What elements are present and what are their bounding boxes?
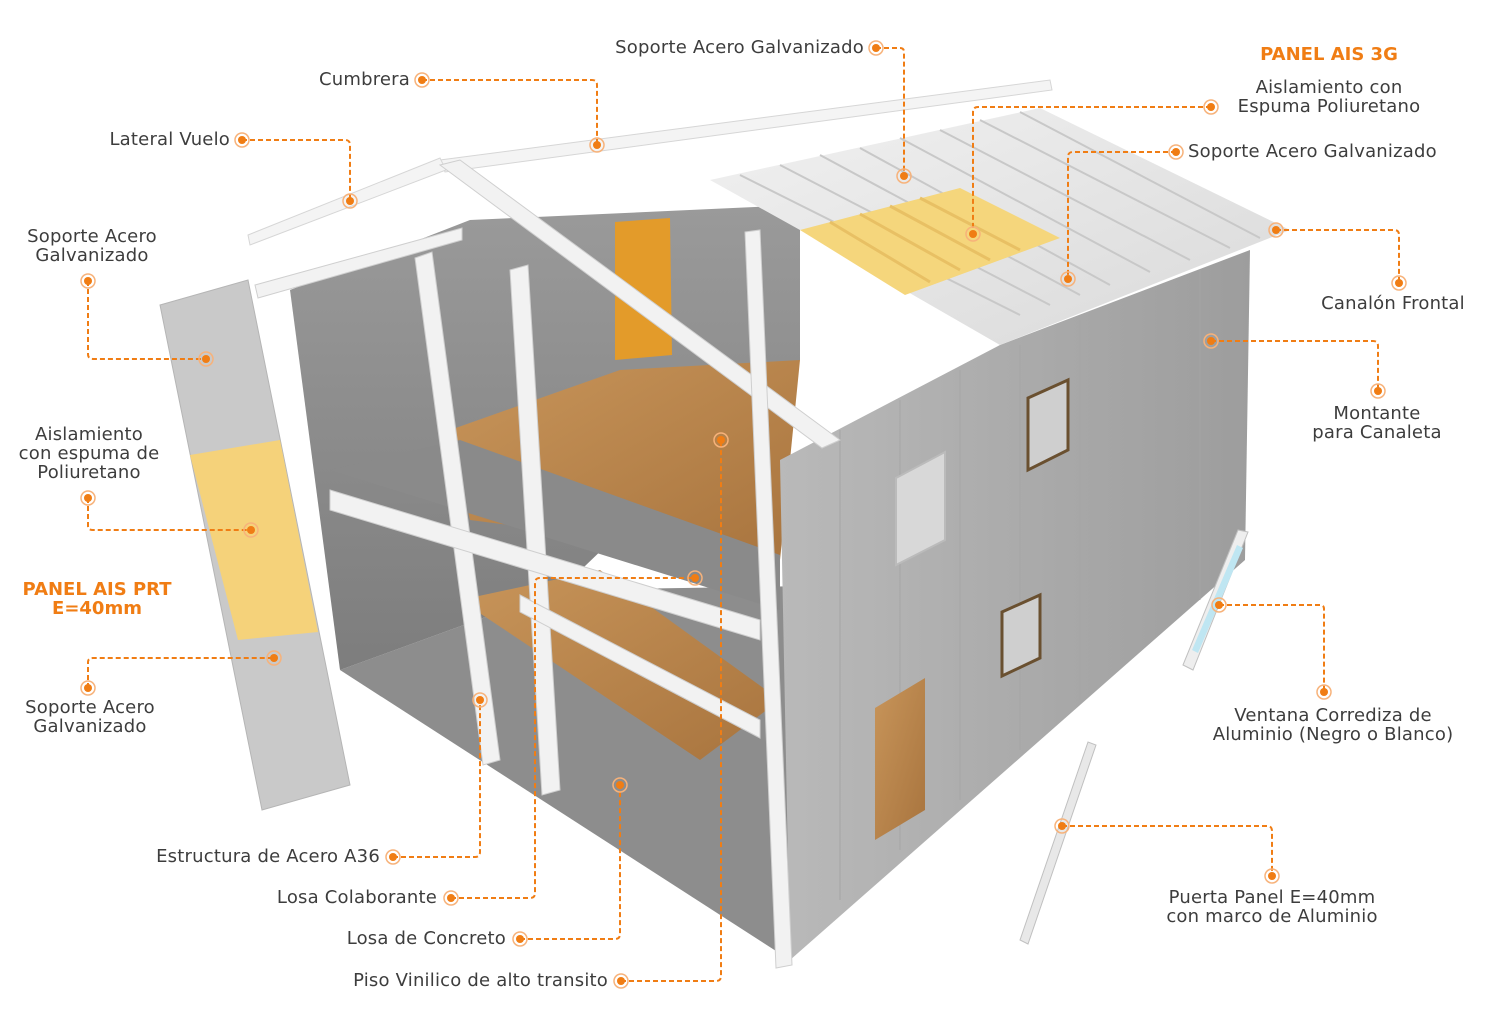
detached-window-glass — [1192, 545, 1243, 653]
label-ventana: Ventana Corrediza de Aluminio (Negro o B… — [1213, 706, 1454, 744]
mezzanine-slab — [330, 440, 780, 610]
label-losa-concreto: Losa de Concreto — [346, 928, 506, 949]
label-montante-line2: para Canaleta — [1312, 422, 1442, 443]
upper-window — [1026, 377, 1070, 473]
label-soporte-left2-line1: Soporte Acero — [25, 697, 155, 718]
mid-window — [895, 450, 946, 567]
label-cumbrera: Cumbrera — [318, 69, 410, 90]
label-soporte-roof: Soporte Acero Galvanizado — [1188, 141, 1437, 162]
label-puerta: Puerta Panel E=40mm con marco de Alumini… — [1166, 888, 1377, 926]
label-soporte-left2: Soporte Acero Galvanizado — [25, 698, 155, 736]
label-aislamiento-roof-line2: Espuma Poliuretano — [1237, 96, 1421, 117]
label-soporte-left2-line2: Galvanizado — [33, 716, 147, 737]
callout-leaders — [87, 47, 1400, 982]
label-soporte-left-line2: Galvanizado — [35, 245, 149, 266]
wall-panel-title-line1: PANEL AIS PRT — [22, 579, 172, 600]
wall-panel-title: PANEL AIS PRT E=40mm — [23, 580, 172, 618]
label-aislamiento-left: Aislamiento con espuma de Poliuretano — [19, 425, 160, 482]
label-ventana-line1: Ventana Corrediza de — [1234, 705, 1432, 726]
label-ventana-line2: Aluminio (Negro o Blanco) — [1212, 724, 1454, 745]
label-puerta-line2: con marco de Aluminio — [1166, 906, 1378, 927]
detached-door — [1019, 741, 1097, 945]
label-estructura: Estructura de Acero A36 — [156, 846, 380, 867]
label-montante-line1: Montante — [1333, 403, 1421, 424]
callout-dots — [80, 40, 1407, 989]
label-aislamiento-left-line2: con espuma de — [18, 443, 160, 464]
label-soporte-left: Soporte Acero Galvanizado — [27, 227, 157, 265]
roof-insulation — [800, 188, 1060, 295]
wall-door-opening — [875, 678, 925, 840]
wall-insulation — [190, 440, 318, 640]
label-puerta-line1: Puerta Panel E=40mm — [1168, 887, 1376, 908]
label-aislamiento-left-line3: Poliuretano — [37, 462, 141, 483]
label-montante: Montante para Canaleta — [1312, 404, 1441, 442]
wall-panel-title-line2: E=40mm — [52, 598, 142, 619]
lower-window — [1000, 592, 1042, 679]
label-aislamiento-left-line1: Aislamiento — [34, 424, 143, 445]
label-soporte-top: Soporte Acero Galvanizado — [615, 37, 864, 58]
label-aislamiento-roof: Aislamiento con Espuma Poliuretano — [1238, 78, 1421, 116]
label-piso-vinilico: Piso Vinilico de alto transito — [353, 970, 608, 991]
label-aislamiento-roof-line1: Aislamiento con — [1255, 77, 1403, 98]
label-canalon: Canalón Frontal — [1321, 293, 1465, 314]
label-lateral-vuelo: Lateral Vuelo — [109, 129, 230, 150]
label-losa-colaborante: Losa Colaborante — [276, 887, 437, 908]
label-soporte-left-line1: Soporte Acero — [27, 226, 157, 247]
roof-panel-title: PANEL AIS 3G — [1260, 44, 1398, 65]
